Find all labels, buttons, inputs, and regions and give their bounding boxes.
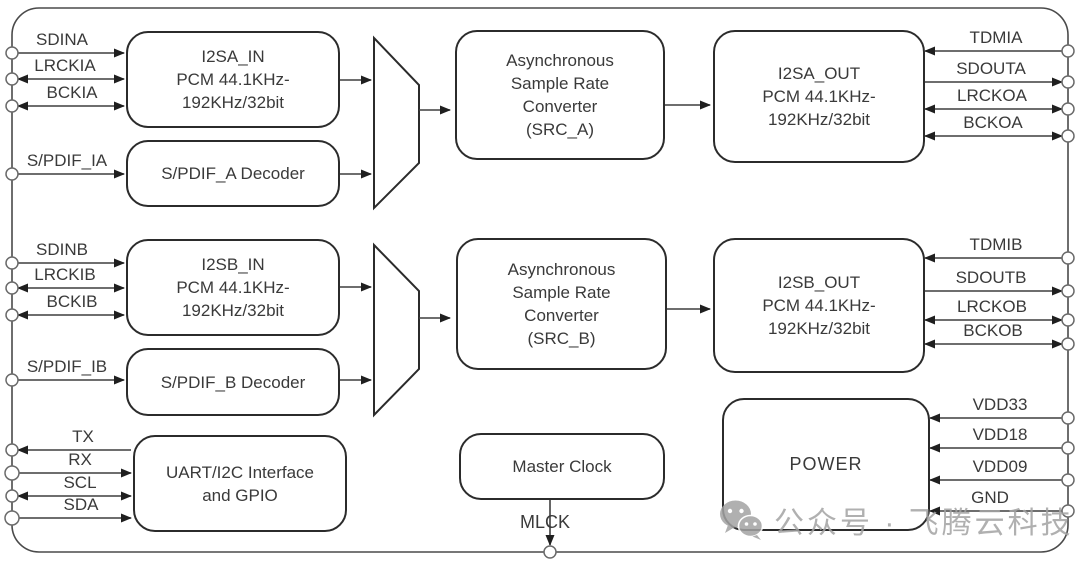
pin-label-vdd33: VDD33 <box>972 395 1028 414</box>
mux-a <box>373 35 420 211</box>
pin-label-mlck: MLCK <box>519 512 571 532</box>
pin-label-bckib: BCKIB <box>46 292 98 311</box>
pin-label-bckia: BCKIA <box>46 83 98 102</box>
pin-label-tdmia: TDMIA <box>969 28 1023 47</box>
block-uart-i2c-gpio: UART/I2C Interface and GPIO <box>133 435 347 532</box>
pin-label-tx: TX <box>72 427 94 446</box>
pin-label-lrckib: LRCKIB <box>34 265 96 284</box>
block-master-clock: Master Clock <box>459 433 665 500</box>
pin-label-sdouta: SDOUTA <box>956 59 1026 78</box>
pin-label-gnd: GND <box>971 488 1009 507</box>
pin-label-bckoa: BCKOA <box>963 113 1023 132</box>
signal-wires <box>17 46 1063 546</box>
watermark-text: 公众号 · 飞腾云科技 <box>774 507 1074 540</box>
pin-label-lrckob: LRCKOB <box>957 297 1027 316</box>
pin-label-lrckoa: LRCKOA <box>957 86 1027 105</box>
block-i2sb-out: I2SB_OUT PCM 44.1KHz- 192KHz/32bit <box>713 238 925 373</box>
block-src-a: Asynchronous Sample Rate Converter (SRC_… <box>455 30 665 160</box>
pin-label-sdinb: SDINB <box>36 240 88 259</box>
chip-boundary <box>11 7 1069 553</box>
block-i2sb-in: I2SB_IN PCM 44.1KHz- 192KHz/32bit <box>126 239 340 336</box>
mux-b <box>373 242 420 418</box>
wechat-icon <box>720 500 764 540</box>
pin-label-sdina: SDINA <box>36 30 88 49</box>
pin-label-lrckia: LRCKIA <box>34 56 96 75</box>
pin-label-vdd09: VDD09 <box>972 457 1028 476</box>
pin-label-sdoutb: SDOUTB <box>955 268 1027 287</box>
watermark: 公众号 · 飞腾云科技 <box>718 498 1074 542</box>
block-power: POWER <box>722 398 930 531</box>
pin-label-vdd18: VDD18 <box>972 425 1028 444</box>
pin-label-tdmib: TDMIB <box>969 235 1023 254</box>
pin-label-rx: RX <box>68 450 92 469</box>
pin-label-spdif-ia: S/PDIF_IA <box>26 151 108 170</box>
pin-label-sda: SDA <box>63 495 99 514</box>
block-spdif-a-decoder: S/PDIF_A Decoder <box>126 140 340 207</box>
block-i2sa-out: I2SA_OUT PCM 44.1KHz- 192KHz/32bit <box>713 30 925 163</box>
block-spdif-b-decoder: S/PDIF_B Decoder <box>126 348 340 416</box>
pin-label-scl: SCL <box>63 473 97 492</box>
block-src-b: Asynchronous Sample Rate Converter (SRC_… <box>456 238 667 370</box>
block-i2sa-in: I2SA_IN PCM 44.1KHz- 192KHz/32bit <box>126 31 340 128</box>
pin-label-spdif-ib: S/PDIF_IB <box>26 357 108 376</box>
pin-circles <box>4 44 1075 559</box>
pin-label-bckob: BCKOB <box>963 321 1023 340</box>
